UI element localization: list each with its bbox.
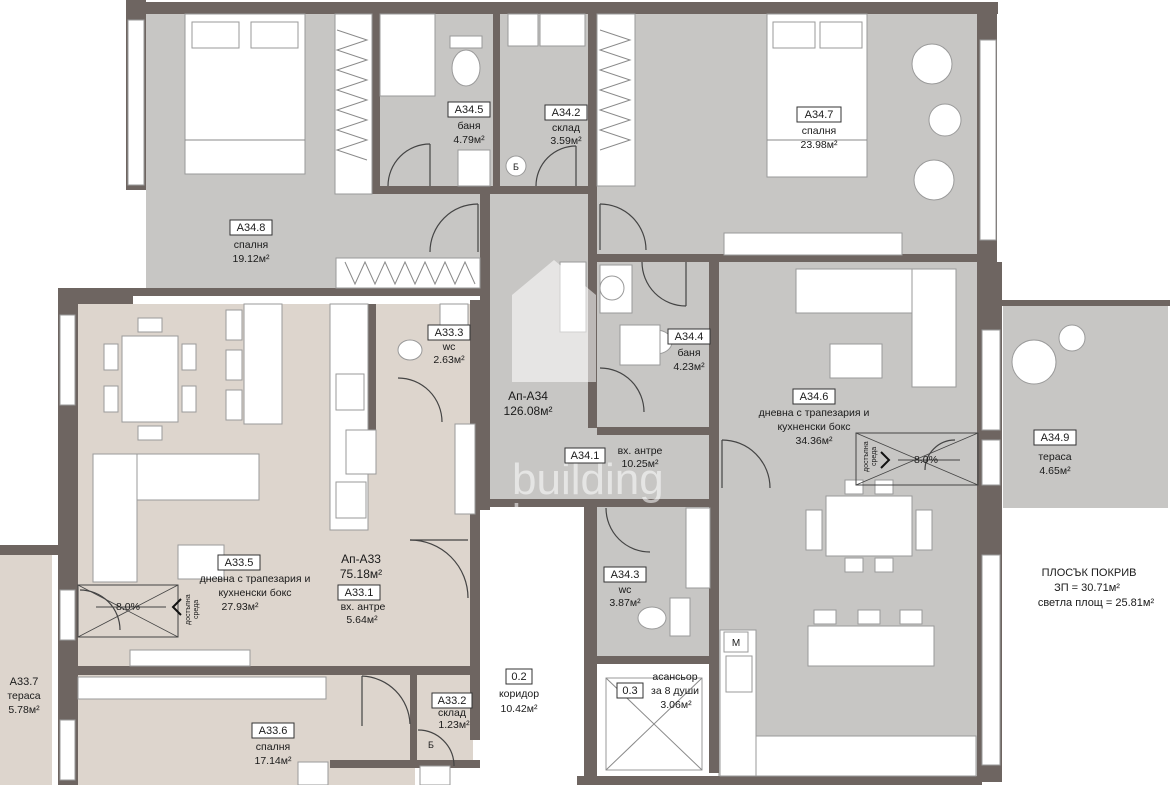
room-code-a34-1: A34.1	[571, 450, 600, 462]
room-code-a33-7: A33.7	[10, 676, 39, 688]
roof-light-area: светла площ = 25.81м²	[1038, 597, 1155, 609]
doors	[79, 143, 956, 767]
ramp-a34	[855, 432, 979, 486]
room-name-a34-3: wc	[618, 584, 632, 596]
room-area-a34-3: 3.87м²	[609, 597, 641, 609]
room-code-a34-5: A34.5	[455, 104, 484, 116]
room-name2-0-3: за 8 души	[651, 685, 699, 697]
room-area-a34-7: 23.98м²	[801, 139, 838, 151]
room-code-a34-2: A34.2	[552, 107, 581, 119]
room-code-a33-1: A33.1	[345, 587, 374, 599]
room-code-0-2: 0.2	[511, 671, 526, 683]
room-area-a34-1: 10.25м²	[622, 458, 659, 470]
floor-a33-7	[0, 555, 52, 785]
room-name-a34-7: спалня	[802, 125, 836, 137]
elevator-mark: M	[732, 638, 740, 649]
room-code-a33-5: A33.5	[225, 557, 254, 569]
room-name-a33-1: вх. антре	[341, 601, 386, 613]
flat-roof-label: ПЛОСЪК ПОКРИВ ЗП = 30.71м² светла площ =…	[1038, 567, 1155, 609]
room-code-a33-2: A33.2	[438, 695, 467, 707]
storage-mark-a33-2: Б	[428, 740, 434, 750]
room-name-a34-9: тераса	[1038, 451, 1071, 463]
roof-zp: ЗП = 30.71м²	[1054, 582, 1120, 594]
room-code-a33-3: A33.3	[435, 327, 464, 339]
room-area-a33-5: 27.93м²	[222, 601, 259, 613]
room-code-a34-7: A34.7	[805, 109, 834, 121]
room-area-a33-2: 1.23м²	[438, 719, 470, 731]
watermark: building box	[512, 260, 664, 541]
ramp-a34-label: достъпна	[863, 441, 870, 472]
room-area-a33-6: 17.14м²	[255, 755, 292, 767]
windows	[59, 19, 1001, 781]
room-code-a34-3: A34.3	[611, 569, 640, 581]
ramp-a33-slope: 8.0%	[116, 601, 140, 613]
apartment-a33-name: Ап-А33	[341, 552, 381, 566]
room-area-a33-7: 5.78м²	[8, 704, 40, 716]
room-name-a34-5: баня	[457, 120, 480, 132]
room-area-a33-3: 2.63м²	[433, 354, 465, 366]
roof-title: ПЛОСЪК ПОКРИВ	[1042, 567, 1137, 579]
ramp-a33-label: достъпна	[185, 594, 192, 625]
watermark-line2: box	[512, 497, 577, 541]
room-name-a34-6: дневна с трапезария и	[759, 407, 870, 419]
room-area-0-3: 3.06м²	[660, 699, 692, 711]
room-area-a34-2: 3.59м²	[550, 135, 582, 147]
room-name-a33-7: тераса	[7, 690, 40, 702]
room-code-a34-9: A34.9	[1041, 432, 1070, 444]
floor-a33-2	[415, 672, 473, 760]
apartment-a34-area: 126.08м²	[504, 404, 553, 418]
room-code-a34-8: A34.8	[237, 222, 266, 234]
ramp-a33-label2: среда	[193, 600, 200, 619]
room-area-a33-1: 5.64м²	[346, 614, 378, 626]
room-name-a34-2: склад	[552, 122, 580, 134]
room-area-a34-6: 34.36м²	[796, 435, 833, 447]
room-area-a34-9: 4.65м²	[1039, 465, 1071, 477]
room-name-a34-8: спалня	[234, 239, 268, 251]
room-name-a34-1: вх. антре	[618, 445, 663, 457]
room-labels: A34.8 спалня 19.12м² A34.5 баня 4.79м² A…	[7, 101, 1077, 767]
room-area-a34-4: 4.23м²	[673, 361, 705, 373]
room-code-a34-6: A34.6	[800, 391, 829, 403]
room-name2-a34-6: кухненски бокс	[777, 421, 850, 433]
room-name-a33-2: склад	[438, 707, 466, 719]
room-name-a34-4: баня	[677, 347, 700, 359]
ramp-a34-label2: среда	[871, 447, 878, 466]
room-name-0-3: асансьор	[652, 671, 697, 683]
room-area-a34-8: 19.12м²	[233, 253, 270, 265]
apartment-labels: Ап-А34 126.08м² Ап-А33 75.18м²	[340, 389, 553, 581]
room-area-a34-5: 4.79м²	[453, 134, 485, 146]
storage-mark-a34-2: Б	[513, 162, 519, 172]
room-name-a33-3: wc	[442, 341, 456, 353]
room-name-a33-6: спалня	[256, 741, 290, 753]
room-code-a34-4: A34.4	[675, 331, 704, 343]
room-name-a33-5: дневна с трапезария и	[200, 573, 311, 585]
floor-a34-9	[1003, 305, 1168, 508]
room-name2-a33-5: кухненски бокс	[218, 587, 291, 599]
apartment-a33-area: 75.18м²	[340, 567, 382, 581]
ramp-labels: 8.0% достъпна среда 8.0% достъпна среда	[116, 441, 938, 625]
apartment-a34-name: Ап-А34	[508, 389, 548, 403]
room-code-a33-6: A33.6	[259, 725, 288, 737]
floor-corridor	[488, 516, 584, 785]
room-code-0-3: 0.3	[622, 685, 637, 697]
room-area-0-2: 10.42м²	[501, 703, 538, 715]
ramp-a33	[77, 584, 182, 638]
room-name-0-2: коридор	[499, 688, 539, 700]
ramp-a34-slope: 8.0%	[914, 454, 938, 466]
